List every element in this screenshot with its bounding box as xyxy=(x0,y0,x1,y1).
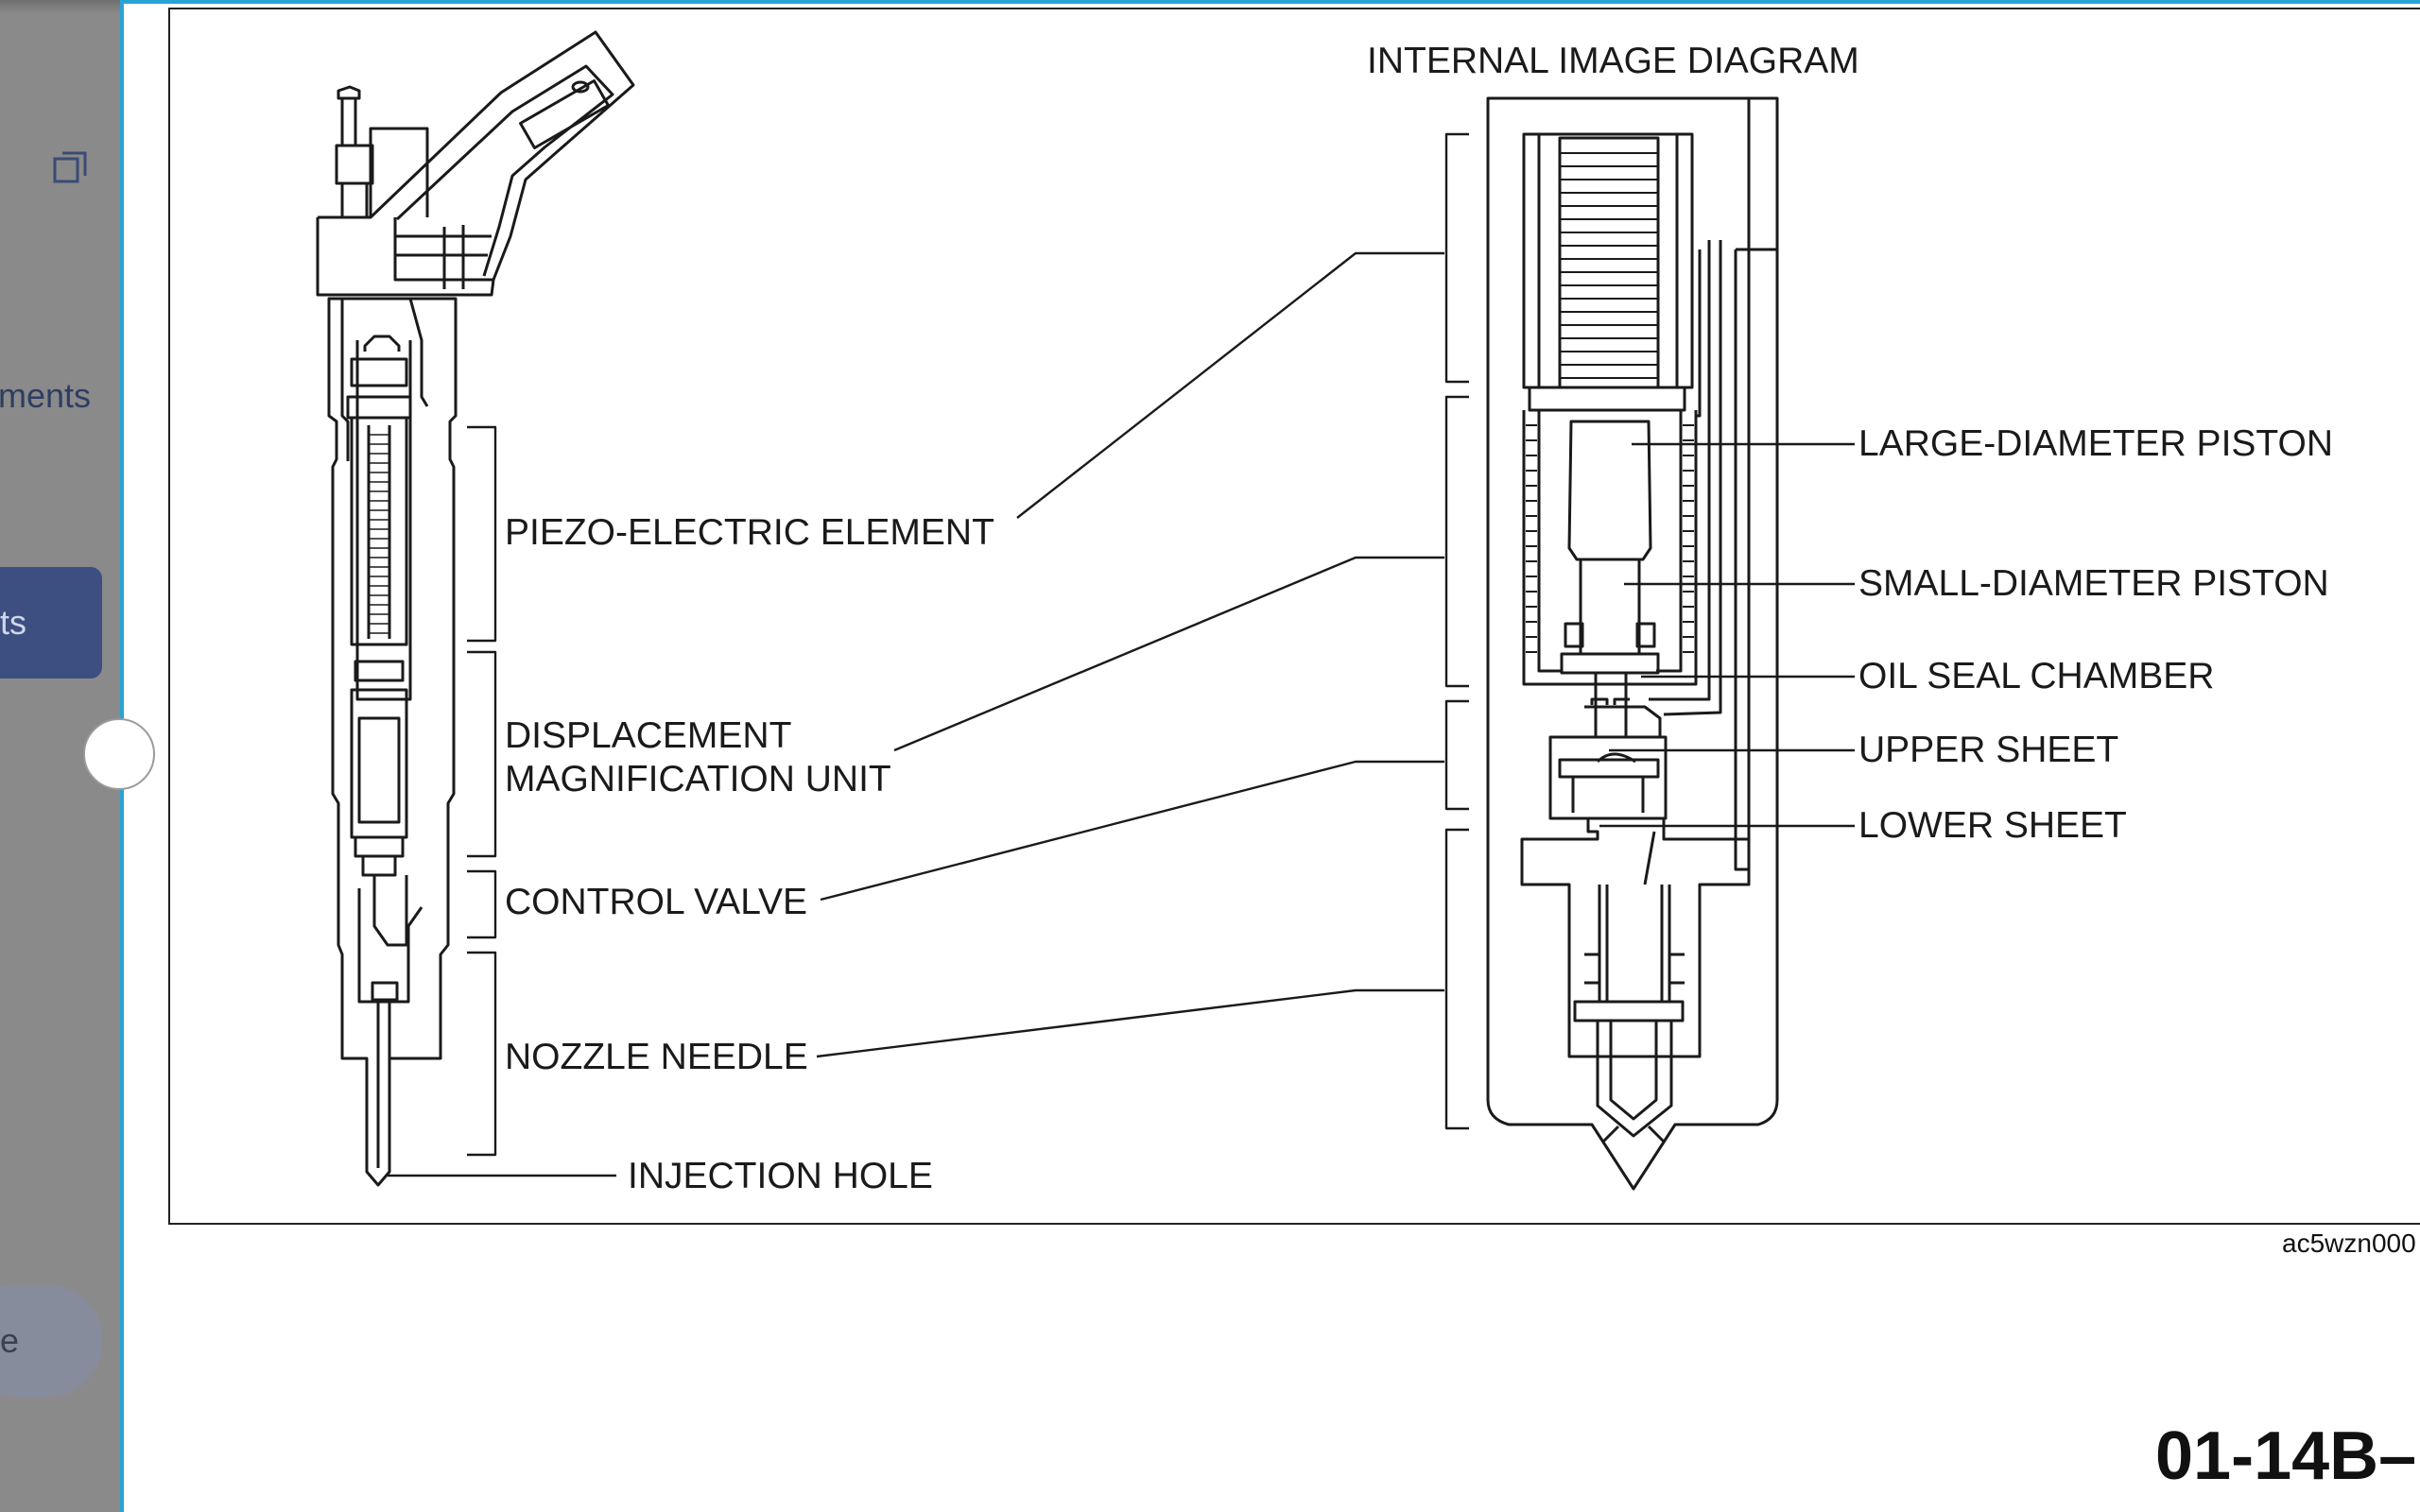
leader-lines xyxy=(816,251,1444,1058)
label-displacement-line2: MAGNIFICATION UNIT xyxy=(505,759,891,799)
sidebar-primary-button-label: ts xyxy=(0,603,27,642)
sidebar-secondary-button-label: e xyxy=(0,1321,20,1360)
right-brackets xyxy=(1444,132,1469,1130)
sidebar-secondary-button[interactable]: e xyxy=(0,1285,102,1397)
sidebar-item-label[interactable]: ments xyxy=(0,376,92,415)
panel-resize-handle[interactable] xyxy=(83,718,155,790)
label-small-diameter-piston: SMALL-DIAMETER PISTON xyxy=(1858,563,2329,604)
diagram-title: INTERNAL IMAGE DIAGRAM xyxy=(1367,41,1859,81)
figure-reference-code: ac5wzn000 xyxy=(2282,1228,2416,1258)
panel-top-border xyxy=(120,0,2420,4)
label-oil-seal-chamber: OIL SEAL CHAMBER xyxy=(1858,656,2215,696)
label-control-valve: CONTROL VALVE xyxy=(505,882,808,922)
copy-window-icon[interactable] xyxy=(51,149,89,187)
label-upper-sheet: UPPER SHEET xyxy=(1858,730,2119,770)
label-piezo-electric-element: PIEZO-ELECTRIC ELEMENT xyxy=(505,512,994,553)
left-brackets xyxy=(467,425,497,1157)
sidebar-top-edge xyxy=(0,0,121,13)
label-injection-hole: INJECTION HOLE xyxy=(628,1156,933,1196)
page-number: 01-14B– xyxy=(2155,1418,2417,1494)
label-lower-sheet: LOWER SHEET xyxy=(1858,805,2127,846)
label-displacement-line1: DISPLACEMENT xyxy=(505,715,792,756)
sidebar-primary-button[interactable]: ts xyxy=(0,567,102,679)
label-nozzle-needle: NOZZLE NEEDLE xyxy=(505,1037,808,1077)
figure-frame xyxy=(168,8,2420,1225)
internal-cross-section xyxy=(1486,96,1855,1191)
label-large-diameter-piston: LARGE-DIAMETER PISTON xyxy=(1858,423,2334,464)
injector-outline xyxy=(316,30,635,1187)
